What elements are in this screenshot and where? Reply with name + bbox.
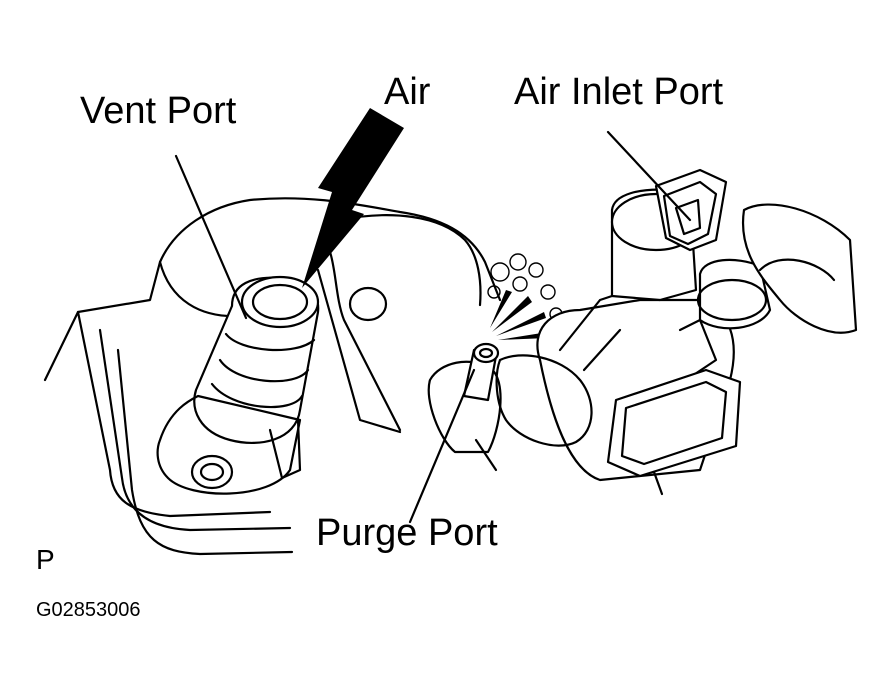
leader-vent-port bbox=[174, 154, 248, 320]
air-spray bbox=[487, 253, 563, 340]
leader-lines bbox=[174, 130, 692, 524]
figure-code: G02853006 bbox=[36, 599, 141, 621]
vent-port-label: Vent Port bbox=[80, 90, 237, 132]
purge-port-label: Purge Port bbox=[316, 512, 498, 554]
air-inlet-port-label: Air Inlet Port bbox=[514, 71, 724, 113]
electrical-connector bbox=[606, 368, 742, 496]
view-marker: P bbox=[36, 544, 55, 575]
leader-purge-port bbox=[408, 368, 476, 524]
housing-boss bbox=[316, 250, 402, 434]
purge-port bbox=[427, 342, 502, 472]
vent-port-cylinder bbox=[156, 275, 320, 495]
housing-body bbox=[43, 197, 502, 556]
air-label: Air bbox=[384, 71, 431, 113]
leader-air-inlet bbox=[606, 130, 692, 222]
air-inlet-nozzle bbox=[678, 203, 858, 382]
air-arrow bbox=[302, 108, 404, 288]
